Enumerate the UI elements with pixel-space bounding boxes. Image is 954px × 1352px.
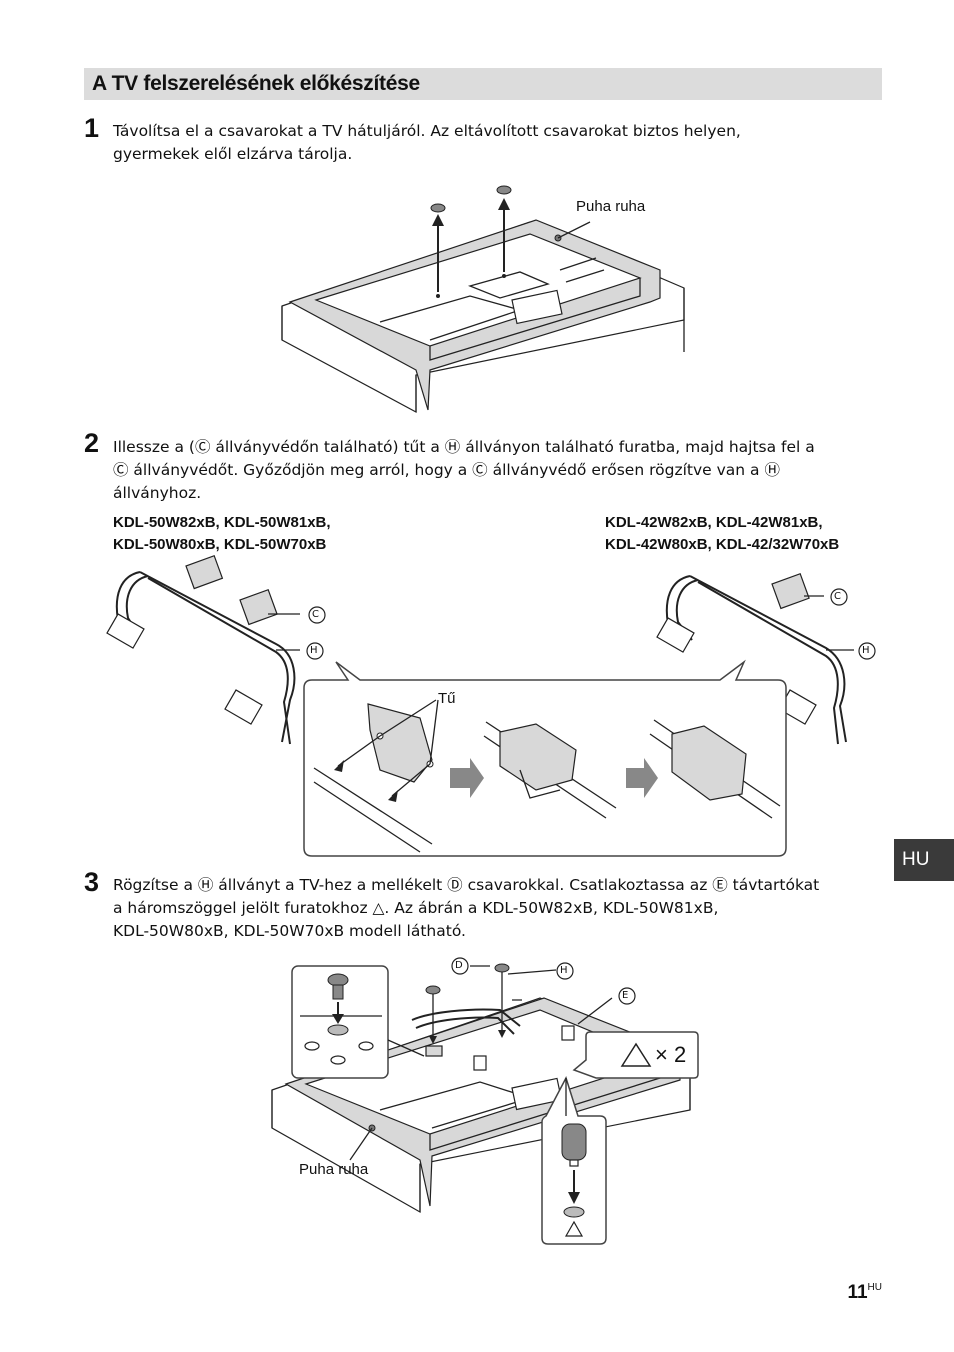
step-3-number: 3 bbox=[84, 867, 100, 897]
figure-2-stand-right bbox=[656, 572, 854, 745]
section-header-bar bbox=[84, 68, 882, 100]
page-number-suffix: HU bbox=[867, 1282, 882, 1293]
soft-cloth-label-1: Puha ruha bbox=[576, 198, 646, 215]
figure-3-screw-inset bbox=[291, 965, 425, 1079]
models-right-line-2: KDL-42W80xB, KDL-42/32W70xB bbox=[605, 536, 840, 553]
step-1-number: 1 bbox=[84, 113, 100, 143]
step-3-line-1: Rögzítse a Ⓗ állványt a TV-hez a melléke… bbox=[113, 876, 820, 894]
callout-h-left: H bbox=[310, 645, 318, 656]
models-left-line-2: KDL-50W80xB, KDL-50W70xB bbox=[113, 536, 327, 553]
step-2-text: Illessze a (Ⓒ állványvédőn található) tű… bbox=[113, 436, 888, 505]
step-3-line-2: a háromszöggel jelölt furatokhoz △. Az á… bbox=[113, 899, 719, 917]
figure-1-screws bbox=[430, 185, 512, 298]
step-1-text: Távolítsa el a csavarokat a TV hátuljáró… bbox=[113, 120, 888, 166]
soft-cloth-label-2: Puha ruha bbox=[299, 1161, 369, 1178]
step-1-line-2: gyermekek elől elzárva tárolja. bbox=[113, 145, 353, 163]
models-right: KDL-42W82xB, KDL-42W81xB, KDL-42W80xB, K… bbox=[605, 512, 839, 556]
figure-2-detail-box bbox=[303, 659, 787, 857]
models-left: KDL-50W82xB, KDL-50W81xB, KDL-50W80xB, K… bbox=[113, 512, 331, 556]
figure-1-cloth-leader bbox=[554, 221, 591, 242]
callout-c-left: C bbox=[312, 609, 319, 620]
page-number: 11HU bbox=[847, 1282, 882, 1304]
section-title: A TV felszerelésének előkészítése bbox=[92, 72, 420, 95]
step-1-line-1: Távolítsa el a csavarokat a TV hátuljáró… bbox=[113, 122, 741, 140]
models-left-line-1: KDL-50W82xB, KDL-50W81xB, bbox=[113, 514, 331, 531]
step-2-line-3: állványhoz. bbox=[113, 484, 202, 502]
step-3-text: Rögzítse a Ⓗ állványt a TV-hez a melléke… bbox=[113, 874, 888, 943]
callout-d: D bbox=[455, 960, 463, 971]
step-2-line-2: Ⓒ állványvédőt. Győződjön meg arról, hog… bbox=[113, 461, 780, 479]
pin-label: Tű bbox=[438, 690, 456, 707]
callout-e: E bbox=[622, 990, 629, 1001]
step-3-line-3: KDL-50W80xB, KDL-50W70xB modell látható. bbox=[113, 922, 466, 940]
figure-3-triangle-box bbox=[572, 1031, 699, 1079]
figure-3-spacer-inset bbox=[541, 1076, 607, 1245]
figure-3-stand-and-screws bbox=[411, 957, 636, 1071]
callout-h-step3: H bbox=[560, 965, 568, 976]
figure-2-callouts bbox=[306, 588, 876, 660]
step-2-line-1: Illessze a (Ⓒ állványvédőn található) tű… bbox=[113, 438, 815, 456]
step-2-number: 2 bbox=[84, 428, 100, 458]
times-two-label: × 2 bbox=[655, 1042, 687, 1067]
page-number-value: 11 bbox=[847, 1282, 868, 1303]
callout-c-right: C bbox=[834, 591, 841, 602]
callout-h-right: H bbox=[862, 645, 870, 656]
figure-1-tv-on-table bbox=[281, 219, 685, 414]
models-right-line-1: KDL-42W82xB, KDL-42W81xB, bbox=[605, 514, 823, 531]
figure-2-stand-left bbox=[106, 554, 300, 745]
language-tab: HU bbox=[894, 839, 954, 881]
